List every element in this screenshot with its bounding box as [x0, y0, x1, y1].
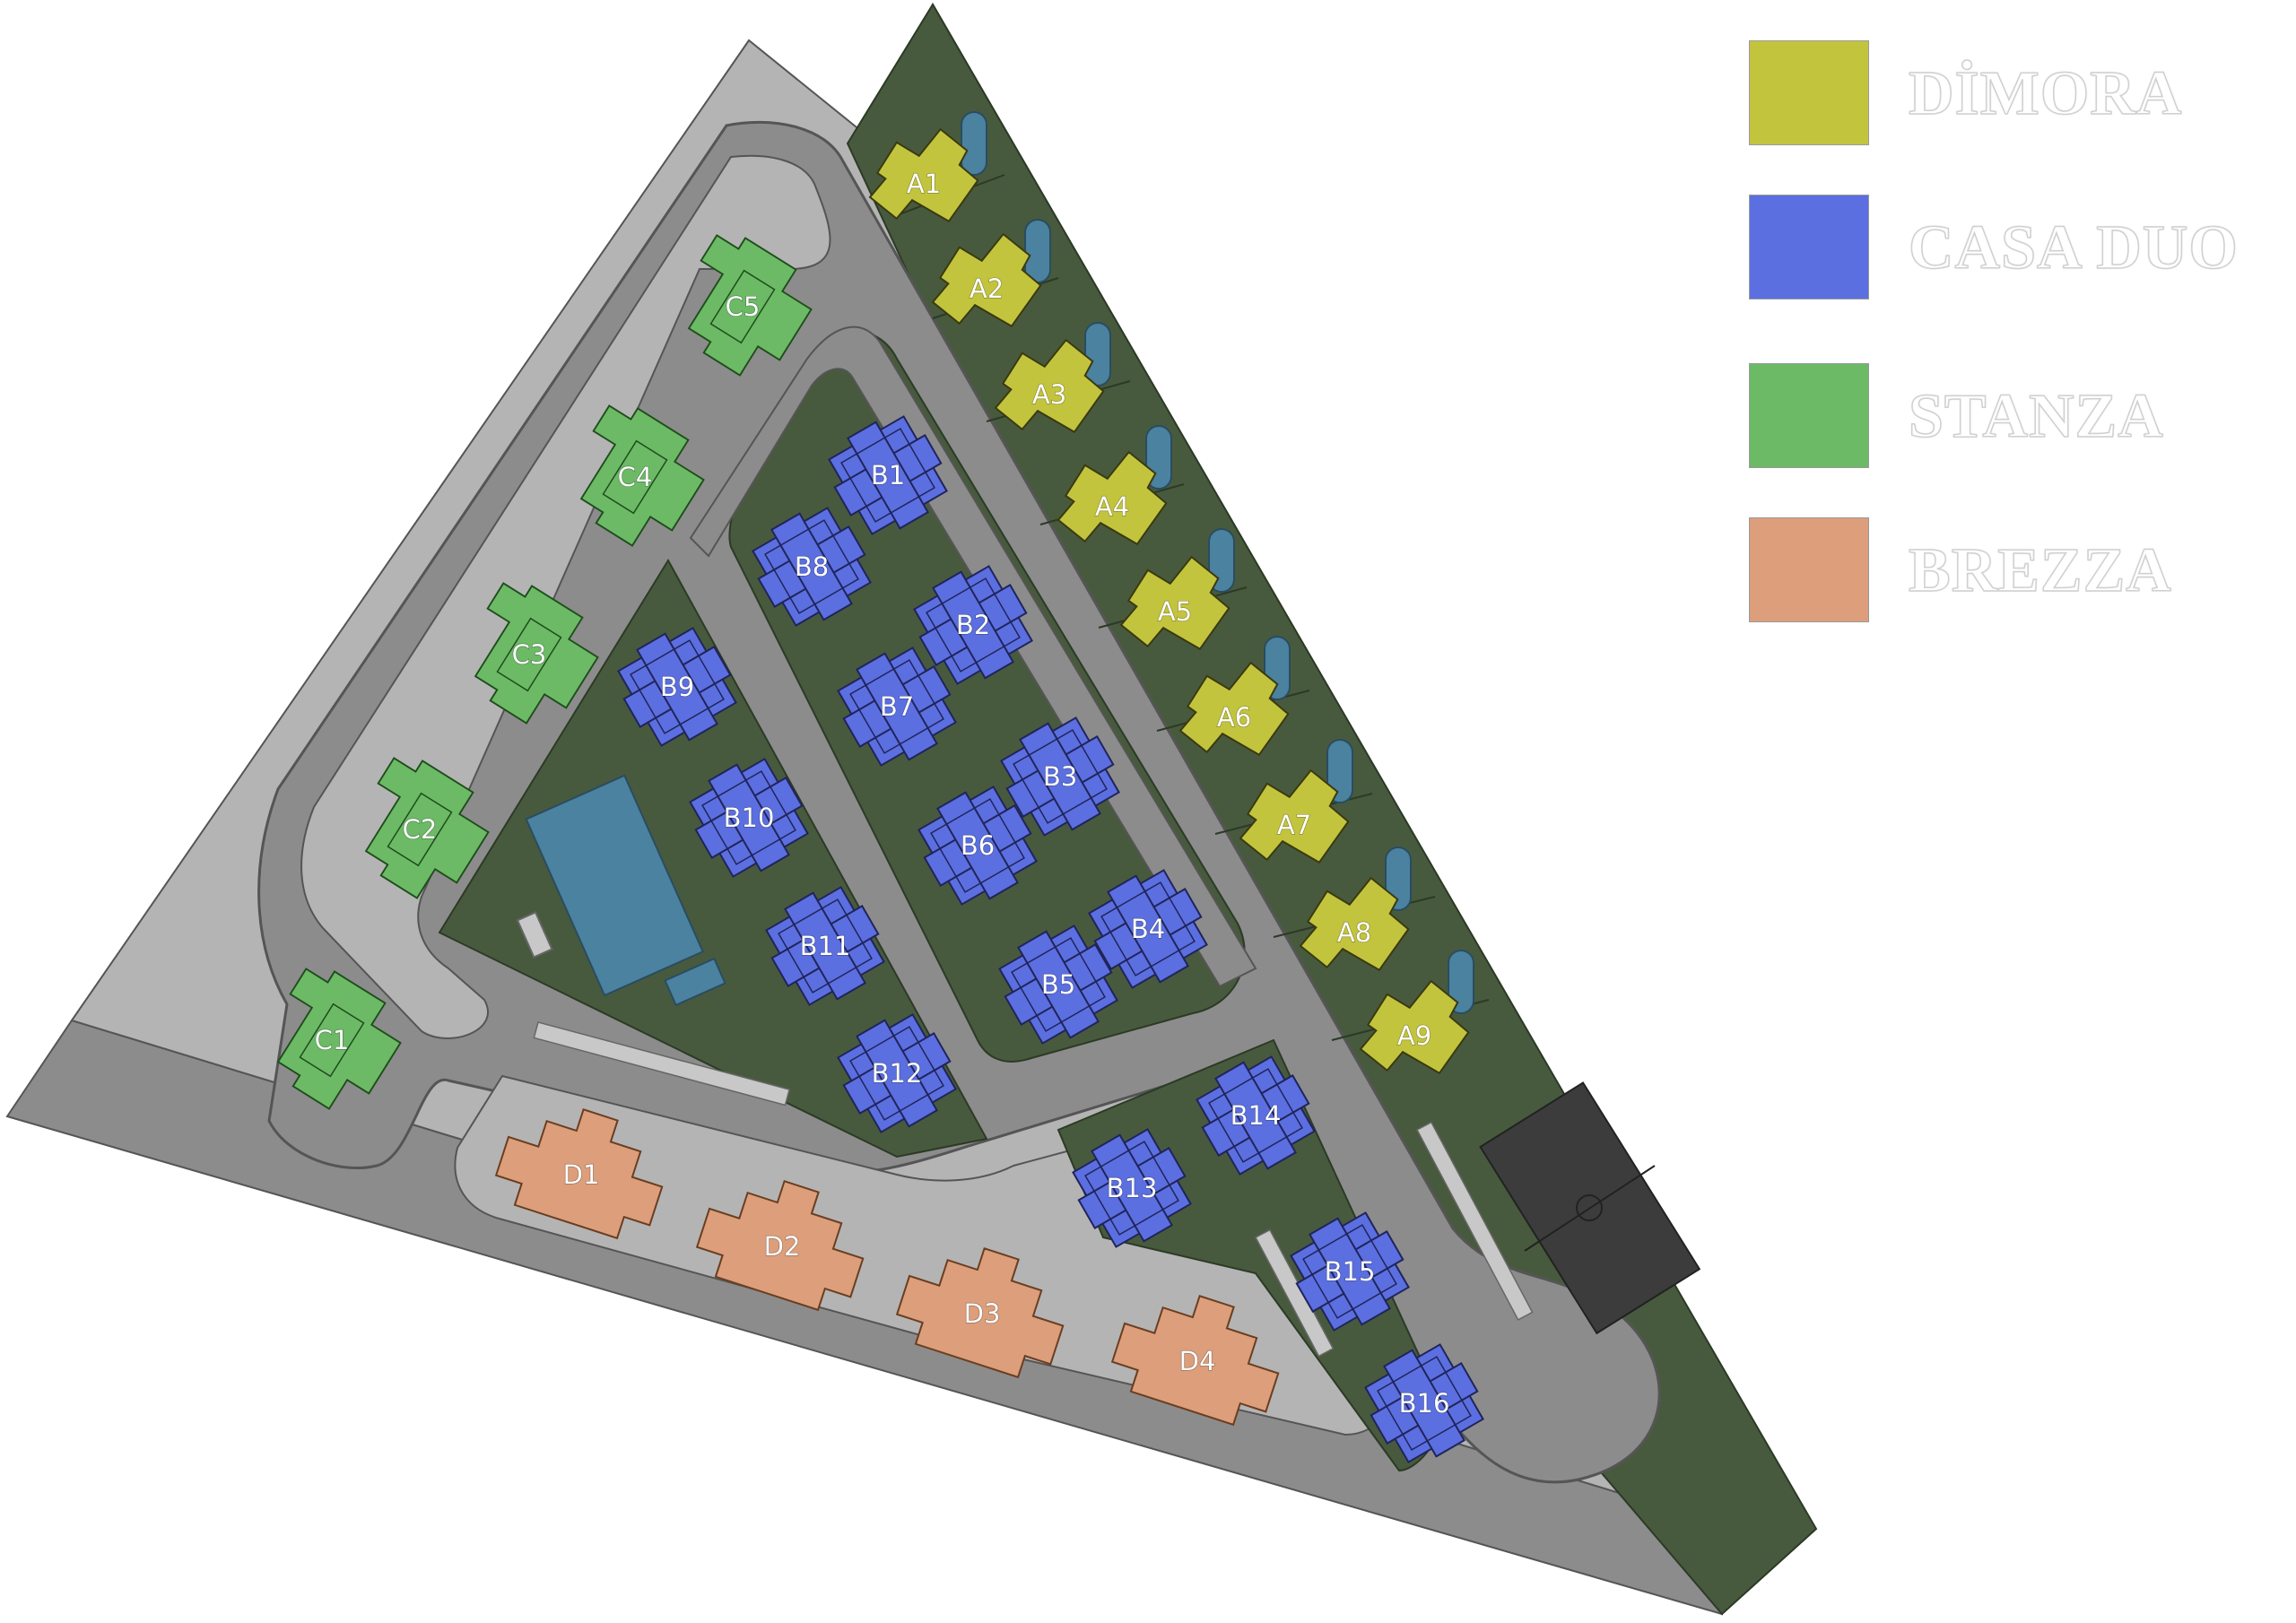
lot-b7[interactable]: B7 — [826, 636, 968, 777]
legend-swatch-dimora — [1749, 40, 1869, 145]
lot-label: D4 — [1179, 1346, 1216, 1376]
legend-item-casa-duo: CASA DUO — [1749, 195, 2287, 302]
lot-d4[interactable]: D4 — [1105, 1277, 1293, 1434]
lot-b1[interactable]: B1 — [817, 404, 959, 546]
lot-label: B5 — [1041, 969, 1075, 1000]
lot-a4[interactable]: A4 — [1041, 438, 1180, 571]
pool-deck — [516, 911, 553, 959]
lot-d2[interactable]: D2 — [690, 1162, 878, 1319]
lot-b6[interactable]: B6 — [907, 775, 1048, 916]
lot-c4[interactable]: C4 — [552, 395, 717, 559]
lot-b4[interactable]: B4 — [1077, 858, 1219, 1000]
lot-label: B8 — [795, 551, 829, 582]
lot-b11[interactable]: B11 — [754, 875, 896, 1017]
lot-b12[interactable]: B12 — [826, 1002, 968, 1144]
lot-label: B7 — [880, 691, 914, 722]
lot-label: A5 — [1158, 596, 1192, 627]
lot-c3[interactable]: C3 — [447, 572, 611, 736]
lot-label: B1 — [871, 460, 905, 490]
lot-label: B6 — [961, 830, 995, 861]
basketball-court — [1479, 1081, 1701, 1335]
lot-a7[interactable]: A7 — [1223, 756, 1362, 890]
lot-a9[interactable]: A9 — [1344, 967, 1483, 1100]
lot-b13[interactable]: B13 — [1061, 1117, 1203, 1259]
legend-item-brezza: BREZZA — [1749, 517, 2287, 625]
lot-label: B3 — [1043, 761, 1077, 792]
lot-label: D1 — [563, 1159, 600, 1190]
lot-label: A7 — [1277, 810, 1311, 840]
lot-label: A3 — [1032, 379, 1066, 410]
lot-label: A1 — [907, 169, 941, 199]
legend-swatch-brezza — [1749, 517, 1869, 622]
lot-b14[interactable]: B14 — [1185, 1045, 1326, 1186]
lot-a5[interactable]: A5 — [1104, 542, 1243, 676]
lot-c2[interactable]: C2 — [337, 747, 501, 911]
parking-stalls — [533, 1021, 1534, 1358]
lot-label: D3 — [964, 1298, 1001, 1329]
lot-b2[interactable]: B2 — [902, 554, 1044, 696]
lot-b3[interactable]: B3 — [989, 706, 1131, 847]
lot-b16[interactable]: B16 — [1353, 1332, 1495, 1474]
lot-a8[interactable]: A8 — [1283, 864, 1422, 997]
lot-label: C5 — [726, 291, 761, 322]
lot-label: C1 — [315, 1025, 350, 1055]
lot-label: B9 — [660, 672, 694, 702]
central-divider-road — [689, 325, 1257, 988]
lot-c5[interactable]: C5 — [660, 224, 824, 388]
lot-label: B13 — [1107, 1173, 1158, 1203]
lot-label: B16 — [1399, 1388, 1450, 1419]
lot-b8[interactable]: B8 — [741, 496, 883, 638]
lot-a3[interactable]: A3 — [978, 325, 1118, 459]
lot-a6[interactable]: A6 — [1163, 648, 1302, 782]
lot-d3[interactable]: D3 — [890, 1229, 1078, 1386]
lot-b9[interactable]: B9 — [606, 616, 748, 758]
lot-a2[interactable]: A2 — [916, 220, 1055, 353]
lot-label: A4 — [1095, 491, 1129, 522]
lot-label: B4 — [1131, 914, 1165, 944]
lot-label: B2 — [956, 610, 990, 640]
lot-label: B12 — [872, 1058, 923, 1089]
lot-c1[interactable]: C1 — [249, 958, 413, 1122]
lot-label: C2 — [403, 814, 438, 845]
legend-swatch-casa-duo — [1749, 195, 1869, 299]
lot-label: B11 — [800, 931, 851, 961]
lot-label: A8 — [1337, 917, 1371, 948]
lot-label: C4 — [618, 462, 653, 492]
legend: DİMORA CASA DUO STANZA BREZZA — [1749, 40, 2287, 632]
community-pool — [525, 774, 705, 997]
legend-item-dimora: DİMORA — [1749, 40, 2287, 148]
lot-a1[interactable]: A1 — [853, 115, 992, 248]
legend-label-casa-duo: CASA DUO — [1908, 213, 2239, 283]
lot-label: B10 — [724, 803, 775, 833]
legend-item-stanza: STANZA — [1749, 363, 2287, 471]
small-pool — [664, 957, 726, 1007]
lot-label: A6 — [1217, 702, 1251, 733]
lot-label: D2 — [764, 1231, 801, 1262]
lot-label: B15 — [1325, 1256, 1376, 1287]
pools — [516, 111, 1474, 1014]
legend-swatch-stanza — [1749, 363, 1869, 468]
lot-label: B14 — [1231, 1100, 1282, 1131]
lot-b10[interactable]: B10 — [678, 747, 820, 889]
lot-d1[interactable]: D1 — [489, 1090, 677, 1247]
lot-label: A2 — [970, 273, 1004, 304]
lot-b15[interactable]: B15 — [1279, 1201, 1421, 1342]
lot-label: C3 — [512, 639, 547, 670]
lot-label: A9 — [1397, 1020, 1431, 1051]
legend-label-stanza: STANZA — [1908, 381, 2164, 452]
legend-label-dimora: DİMORA — [1908, 58, 2183, 129]
lot-b5[interactable]: B5 — [987, 914, 1129, 1055]
legend-label-brezza: BREZZA — [1908, 535, 2172, 606]
